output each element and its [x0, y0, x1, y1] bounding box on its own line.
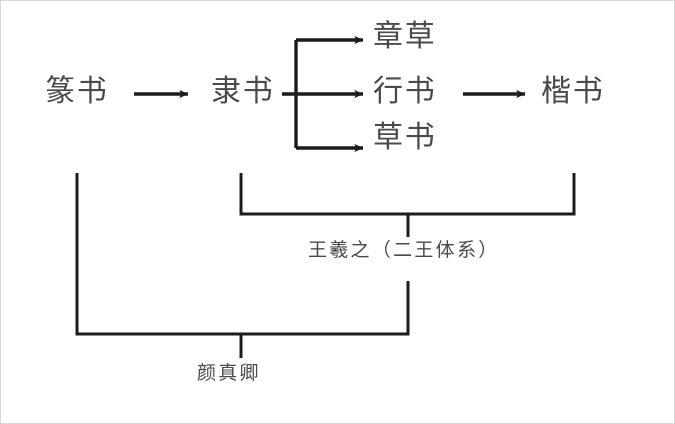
- node-label-zhuanshu: 篆书: [45, 74, 109, 109]
- node-label-zhangcao: 章草: [373, 19, 437, 54]
- node-label-xingshu: 行书: [373, 74, 437, 109]
- bracket-wangxizhi: [239, 173, 576, 237]
- node-label-lishu: 隶书: [211, 74, 275, 109]
- node-label-yanzhenqing: 颜真卿: [197, 362, 261, 384]
- node-label-kaishu: 楷书: [541, 74, 605, 109]
- node-label-wangxizhi: 王羲之（二王体系）: [308, 239, 500, 261]
- node-label-caoshu: 草书: [373, 120, 437, 155]
- bracket-yanzhenqing: [75, 173, 410, 358]
